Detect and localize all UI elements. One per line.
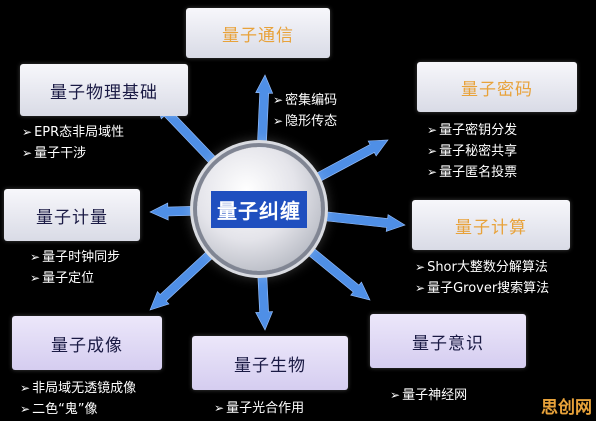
topic-biology: 量子生物 (192, 336, 348, 390)
topic-computing-bullets: Shor大整数分解算法 量子Grover搜索算法 (415, 257, 549, 299)
topic-communication: 量子通信 (186, 8, 330, 58)
central-hub-label: 量子纠缠 (211, 190, 307, 228)
topic-metrology: 量子计量 (4, 189, 140, 241)
topic-metrology-bullets: 量子时钟同步 量子定位 (30, 247, 120, 289)
topic-metrology-title: 量子计量 (36, 207, 108, 228)
arrow-to-biology (255, 268, 274, 331)
bullet: 量子时钟同步 (30, 247, 120, 268)
arrow-to-imaging (149, 246, 219, 311)
arrow-to-computing (317, 210, 406, 232)
bullet: 量子定位 (30, 268, 120, 289)
topic-consciousness: 量子意识 (370, 314, 526, 368)
bullet: 量子匿名投票 (427, 162, 517, 183)
topic-communication-title: 量子通信 (222, 25, 294, 46)
topic-cryptography-bullets: 量子密钥分发 量子秘密共享 量子匿名投票 (427, 120, 517, 183)
topic-consciousness-bullets: 量子神经网 (390, 385, 467, 406)
arrow-to-communication (255, 74, 274, 150)
topic-biology-bullets: 量子光合作用 (214, 398, 304, 419)
arrow-to-cryptography (309, 139, 389, 186)
topic-basics-title: 量子物理基础 (50, 82, 158, 103)
topic-communication-bullets: 密集编码 隐形传态 (273, 90, 337, 132)
watermark: 思创网 (541, 398, 592, 418)
bullet: 隐形传态 (273, 111, 337, 132)
topic-basics: 量子物理基础 (20, 64, 188, 116)
bullet: Shor大整数分解算法 (415, 257, 549, 278)
bullet: 密集编码 (273, 90, 337, 111)
arrow-to-metrology (149, 202, 200, 221)
topic-consciousness-title: 量子意识 (412, 333, 484, 354)
topic-imaging-bullets: 非局域无透镜成像 二色“鬼”像 (20, 378, 136, 420)
topic-cryptography: 量子密码 (417, 62, 577, 112)
topic-computing: 量子计算 (412, 200, 570, 250)
topic-cryptography-title: 量子密码 (461, 79, 533, 100)
bullet: 量子光合作用 (214, 398, 304, 419)
bullet: 量子秘密共享 (427, 141, 517, 162)
topic-imaging-title: 量子成像 (51, 335, 123, 356)
bullet: 非局域无透镜成像 (20, 378, 136, 399)
topic-imaging: 量子成像 (12, 316, 162, 370)
topic-computing-title: 量子计算 (455, 217, 527, 238)
bullet: EPR态非局域性 (22, 122, 124, 143)
arrow-to-consciousness (302, 243, 371, 301)
bullet: 量子密钥分发 (427, 120, 517, 141)
topic-basics-bullets: EPR态非局域性 量子干涉 (22, 122, 124, 164)
bullet: 量子Grover搜索算法 (415, 278, 549, 299)
bullet: 量子干涉 (22, 143, 124, 164)
bullet: 量子神经网 (390, 385, 467, 406)
topic-biology-title: 量子生物 (234, 355, 306, 376)
central-hub: 量子纠缠 (197, 147, 321, 271)
bullet: 二色“鬼”像 (20, 399, 136, 420)
